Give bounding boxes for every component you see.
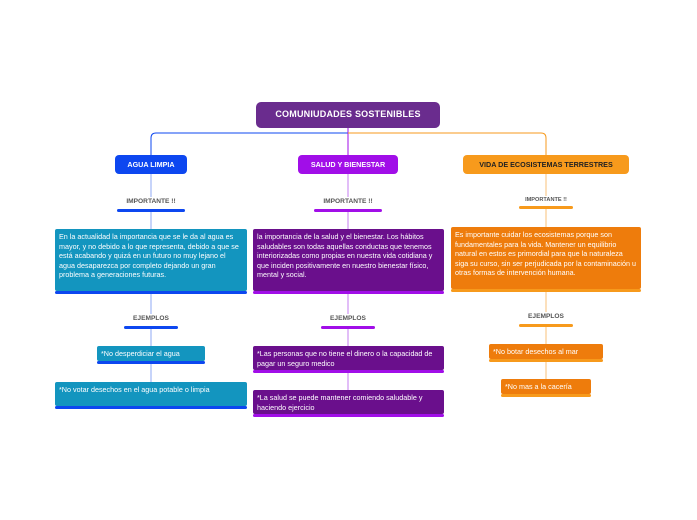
branch-vida-ecosistemas-title: VIDA DE ECOSISTEMAS TERRESTRES	[479, 159, 613, 169]
vida-important-underline	[519, 206, 573, 209]
branch-vida-ecosistemas[interactable]: VIDA DE ECOSISTEMAS TERRESTRES	[463, 155, 629, 174]
vida-important-text: Es importante cuidar los ecosistemas por…	[455, 230, 636, 278]
agua-example-2-underline	[55, 406, 247, 409]
agua-example-1-text: *No desperdiciar el agua	[101, 348, 180, 358]
vida-example-2-underline	[501, 394, 591, 397]
salud-example-1-text: *Las personas que no tiene el dinero o l…	[257, 349, 433, 368]
agua-examples-label[interactable]: EJEMPLOS	[122, 315, 180, 322]
branch-salud-bienestar[interactable]: SALUD Y BIENESTAR	[298, 155, 398, 174]
vida-important-box-underline	[451, 289, 641, 292]
salud-examples-label[interactable]: EJEMPLOS	[319, 315, 377, 322]
branch-salud-bienestar-title: SALUD Y BIENESTAR	[310, 159, 386, 169]
vida-example-2[interactable]: *No mas a la cacería	[501, 379, 591, 394]
salud-examples-label-text: EJEMPLOS	[330, 315, 366, 322]
vida-important-label-text: IMPORTANTE !!	[525, 197, 567, 203]
salud-examples-underline	[321, 326, 375, 329]
vida-important-box[interactable]: Es importante cuidar los ecosistemas por…	[451, 227, 641, 289]
salud-example-1[interactable]: *Las personas que no tiene el dinero o l…	[253, 346, 444, 370]
salud-important-underline	[314, 209, 382, 212]
vida-example-1-text: *No botar desechos al mar	[493, 346, 579, 356]
vida-example-1-underline	[489, 359, 603, 362]
agua-example-2-text: *No votar desechos en el agua potable o …	[59, 385, 210, 394]
agua-important-label-text: IMPORTANTE !!	[126, 198, 176, 205]
agua-important-text: En la actualidad la importancia que se l…	[59, 232, 239, 280]
salud-important-text: la importancia de la salud y el bienesta…	[257, 232, 433, 280]
agua-important-box-underline	[55, 291, 247, 294]
salud-important-box[interactable]: la importancia de la salud y el bienesta…	[253, 229, 444, 291]
agua-example-1-underline	[97, 361, 205, 364]
agua-important-label[interactable]: IMPORTANTE !!	[116, 198, 186, 205]
agua-important-box[interactable]: En la actualidad la importancia que se l…	[55, 229, 247, 291]
salud-example-2-underline	[253, 414, 444, 417]
vida-important-label[interactable]: IMPORTANTE !!	[511, 197, 581, 203]
salud-important-label-text: IMPORTANTE !!	[323, 198, 373, 205]
agua-example-1[interactable]: *No desperdiciar el agua	[97, 346, 205, 361]
vida-examples-underline	[519, 324, 573, 327]
root-to-vida-connector	[348, 132, 547, 155]
root-title: COMUNIUDADES SOSTENIBLES	[275, 109, 421, 120]
salud-example-2[interactable]: *La salud se puede mantener comiendo sal…	[253, 390, 444, 414]
branch-agua-limpia[interactable]: AGUA LIMPIA	[115, 155, 187, 174]
salud-example-1-underline	[253, 370, 444, 373]
agua-examples-underline	[124, 326, 178, 329]
branch-agua-limpia-title: AGUA LIMPIA	[127, 159, 175, 169]
agua-example-2[interactable]: *No votar desechos en el agua potable o …	[55, 382, 247, 406]
agua-examples-label-text: EJEMPLOS	[133, 315, 169, 322]
vida-example-2-text: *No mas a la cacería	[505, 381, 572, 391]
root-to-agua-connector	[150, 128, 349, 155]
vida-example-1[interactable]: *No botar desechos al mar	[489, 344, 603, 359]
vida-examples-label-text: EJEMPLOS	[528, 313, 564, 320]
agua-important-underline	[117, 209, 185, 212]
root-node[interactable]: COMUNIUDADES SOSTENIBLES	[256, 102, 440, 128]
salud-example-2-text: *La salud se puede mantener comiendo sal…	[257, 393, 423, 412]
vida-examples-label[interactable]: EJEMPLOS	[517, 313, 575, 320]
salud-important-label[interactable]: IMPORTANTE !!	[313, 198, 383, 205]
salud-important-box-underline	[253, 291, 444, 294]
